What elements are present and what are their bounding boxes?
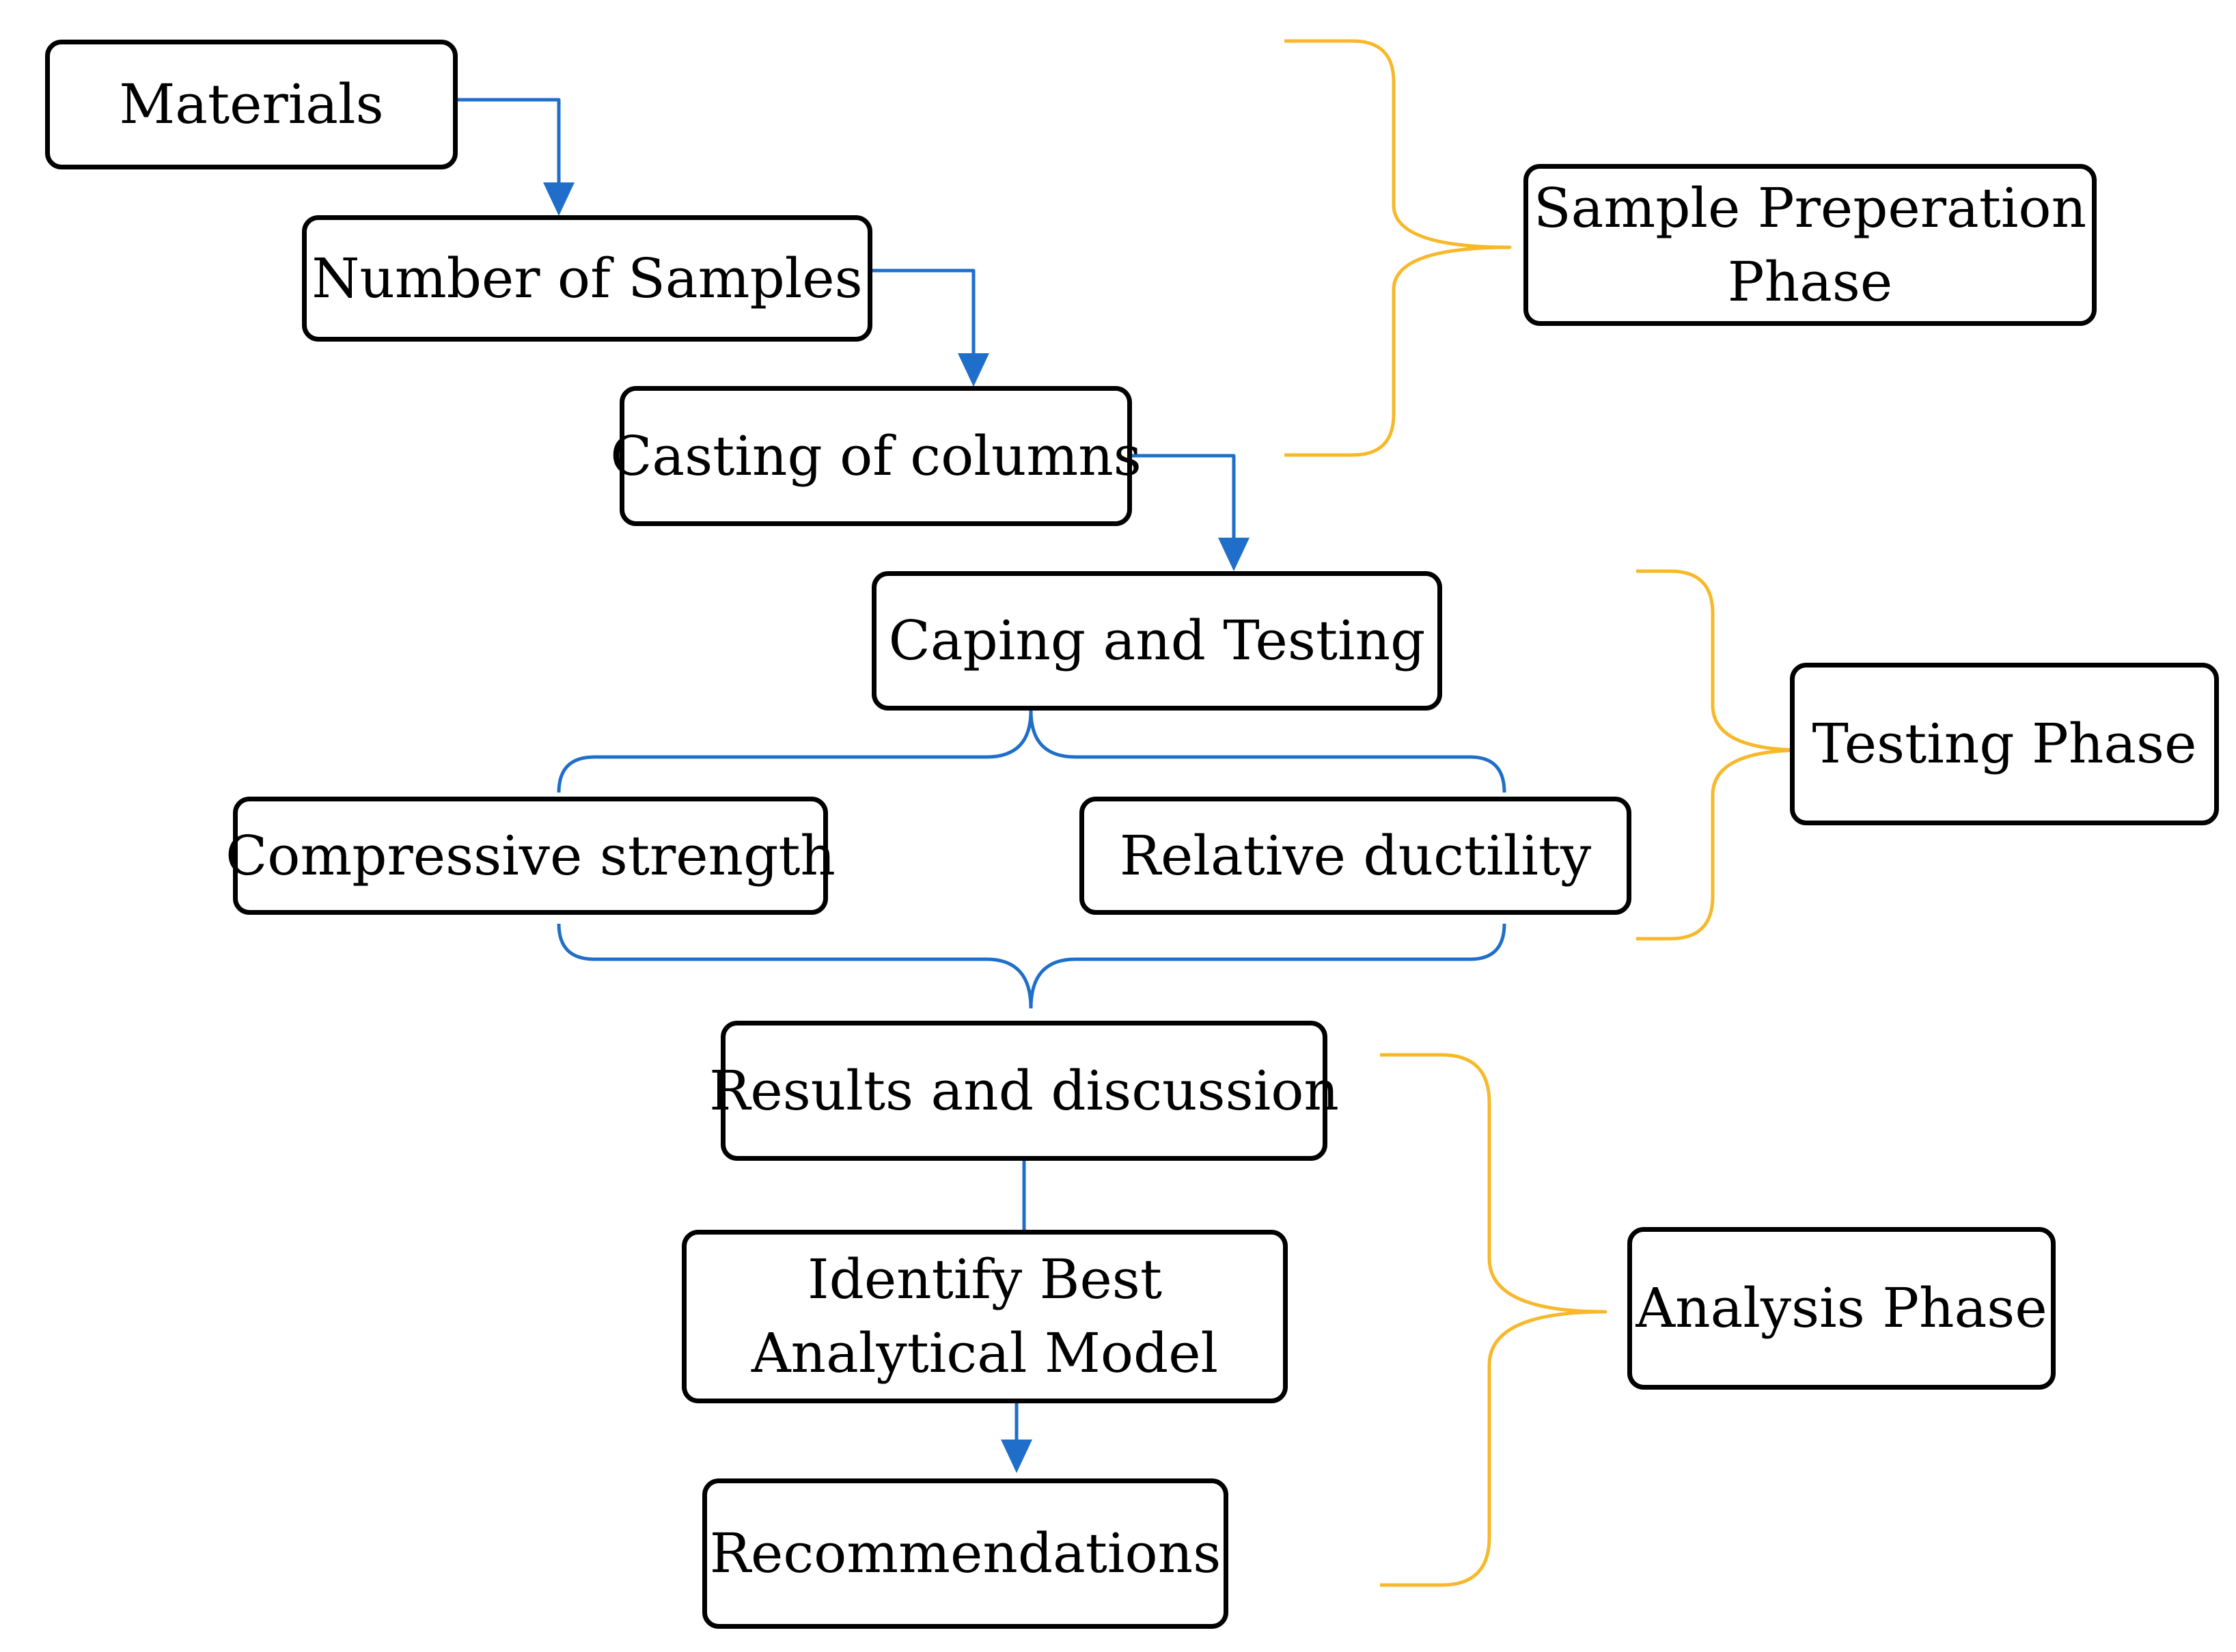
node-results-and-discussion: Results and discussion <box>709 1021 1339 1161</box>
phase-label-line-1: Sample Preperation <box>1533 176 2087 240</box>
arrowhead-testing <box>1218 538 1250 571</box>
node-label: Casting of columns <box>610 424 1142 488</box>
node-casting-of-columns: Casting of columns <box>610 386 1142 526</box>
brace-sample-preparation <box>1284 39 1512 457</box>
node-label-line-1: Identify Best <box>808 1248 1162 1311</box>
flow-connectors <box>456 98 1506 1445</box>
arrow-materials-to-samples <box>456 98 561 188</box>
arrowhead-samples <box>543 182 575 216</box>
node-compressive-strength: Compressive strength <box>225 797 836 915</box>
node-label-line-2: Analytical Model <box>751 1321 1219 1385</box>
node-identify-best-analytical-model: Identify Best Analytical Model <box>682 1230 1288 1403</box>
node-caping-and-testing: Caping and Testing <box>872 571 1442 711</box>
node-label: Caping and Testing <box>888 609 1426 672</box>
node-materials: Materials <box>45 40 458 169</box>
node-label: Recommendations <box>709 1522 1221 1585</box>
node-relative-ductility: Relative ductility <box>1079 797 1631 915</box>
phase-label: Analysis Phase <box>1635 1276 2047 1340</box>
phase-label: Testing Phase <box>1812 712 2197 775</box>
phase-label-line-2: Phase <box>1727 249 1893 314</box>
arrowhead-recommendations <box>1001 1440 1032 1473</box>
phase-analysis: Analysis Phase <box>1627 1227 2056 1390</box>
node-label: Number of Samples <box>312 246 863 310</box>
phase-sample-preparation: Sample Preperation Phase <box>1523 164 2097 326</box>
arrow-casting-to-testing <box>1131 454 1236 543</box>
brace-merge-to-results <box>557 923 1506 1009</box>
arrow-samples-to-casting <box>871 269 976 359</box>
node-recommendations: Recommendations <box>702 1478 1228 1629</box>
brace-split-to-tests <box>557 710 1506 793</box>
node-label: Results and discussion <box>709 1058 1339 1123</box>
phase-testing: Testing Phase <box>1790 663 2219 825</box>
node-number-of-samples: Number of Samples <box>302 215 872 342</box>
node-label: Materials <box>119 72 384 136</box>
brace-testing <box>1636 569 1806 941</box>
node-label: Compressive strength <box>225 823 836 887</box>
node-label: Relative ductility <box>1119 823 1592 887</box>
arrowhead-casting <box>958 353 989 387</box>
brace-analysis <box>1380 1053 1607 1587</box>
